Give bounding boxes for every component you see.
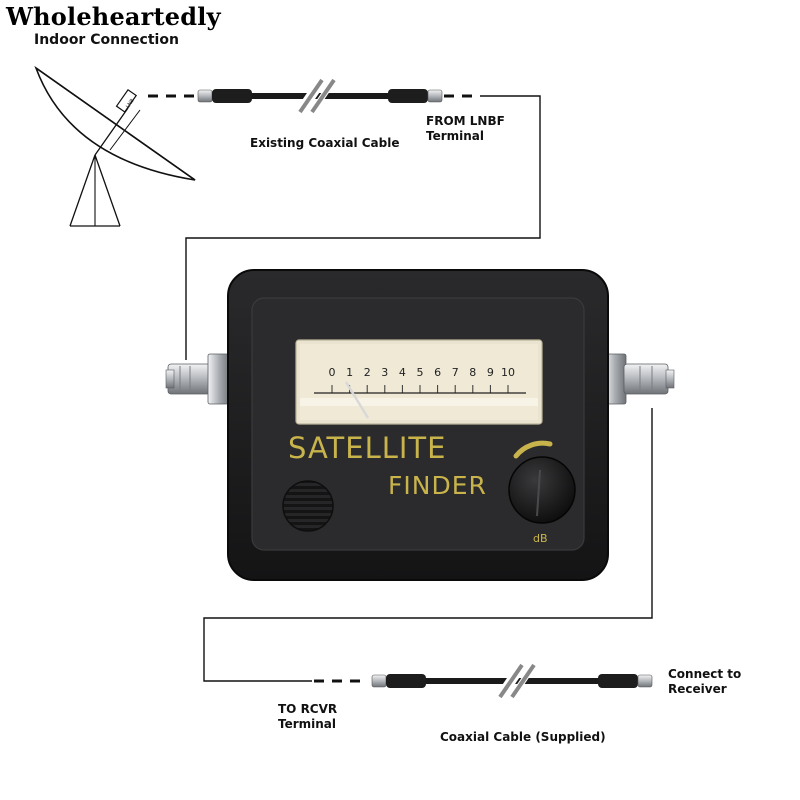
- meter-scale-label: 8: [469, 366, 476, 379]
- to-rcvr-label: TO RCVR Terminal: [278, 702, 337, 732]
- connect-line2: Receiver: [668, 682, 727, 696]
- meter-scale-label: 0: [329, 366, 336, 379]
- gain-arc: [513, 440, 553, 459]
- knob-unit-label: dB: [533, 532, 548, 545]
- connection-path-upper: [185, 95, 541, 360]
- satellite-dish-icon: LNB: [34, 65, 196, 227]
- meter-scale-label: 6: [434, 366, 441, 379]
- connect-line1: Connect to: [668, 667, 742, 681]
- device-title-finder: FINDER: [388, 471, 487, 500]
- to-rcvr-line1: TO RCVR: [278, 702, 338, 716]
- input-f-connector: [165, 353, 231, 405]
- device-title-satellite: SATELLITE: [288, 431, 446, 465]
- from-lnbf-line1: FROM LNBF: [426, 114, 505, 128]
- meter-scale-label: 9: [487, 366, 494, 379]
- cable-break-mark: [295, 77, 337, 115]
- supplied-coaxial-cable: [314, 662, 653, 700]
- connection-path-lower: [203, 408, 653, 682]
- speaker-grille: [282, 480, 334, 532]
- gain-knob[interactable]: [508, 456, 576, 524]
- to-rcvr-line2: Terminal: [278, 717, 337, 731]
- output-f-connector: [603, 353, 675, 405]
- meter-needle: [344, 381, 370, 419]
- supplied-cable-label: Coaxial Cable (Supplied): [440, 730, 606, 744]
- existing-coaxial-cable: [148, 77, 480, 115]
- meter-scale-label: 3: [381, 366, 388, 379]
- meter-scale-label: 2: [364, 366, 371, 379]
- meter-scale-label: 10: [501, 366, 515, 379]
- meter-scale-label: 5: [417, 366, 424, 379]
- brand-title: Wholeheartedly: [6, 2, 221, 31]
- diagram-subtitle: Indoor Connection: [34, 32, 179, 48]
- meter-scale-label: 4: [399, 366, 406, 379]
- from-lnbf-line2: Terminal: [426, 129, 485, 143]
- meter-scale-label: 1: [346, 366, 353, 379]
- cable-break-mark: [495, 662, 537, 700]
- meter-scale-label: 7: [452, 366, 459, 379]
- existing-cable-label: Existing Coaxial Cable: [250, 136, 400, 150]
- connect-receiver-label: Connect to Receiver: [668, 667, 741, 697]
- from-lnbf-label: FROM LNBF Terminal: [426, 114, 505, 144]
- lnb-tag: LNB: [125, 97, 136, 109]
